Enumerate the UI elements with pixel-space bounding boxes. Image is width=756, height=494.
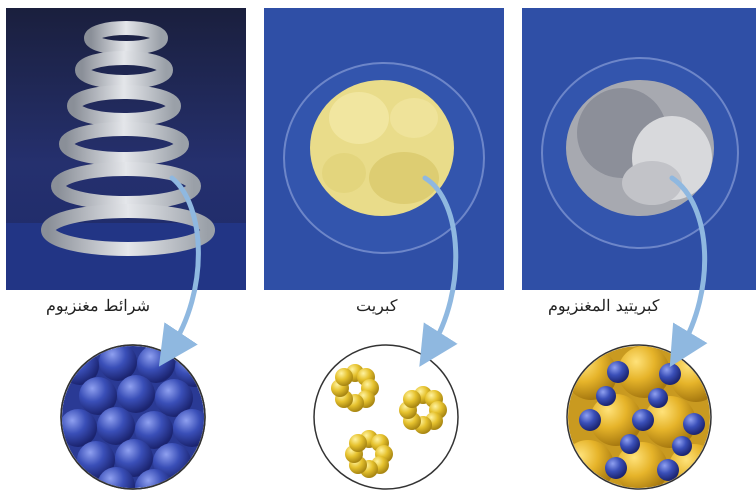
sulfur-ring-model (313, 344, 459, 490)
sulfur-photo (264, 8, 504, 290)
magnesium-sulfide-photo (522, 8, 756, 290)
magnesium-atom-model (60, 344, 206, 490)
sulfur-label: كبريت (356, 296, 397, 315)
magnesium-ribbon-label: شرائط مغنزيوم (46, 296, 150, 315)
magnesium-ribbon-photo (6, 8, 246, 290)
magnesium-sulfide-model (566, 344, 712, 490)
magnesium-sulfide-label: كبريتيد المغنزيوم (548, 296, 659, 315)
